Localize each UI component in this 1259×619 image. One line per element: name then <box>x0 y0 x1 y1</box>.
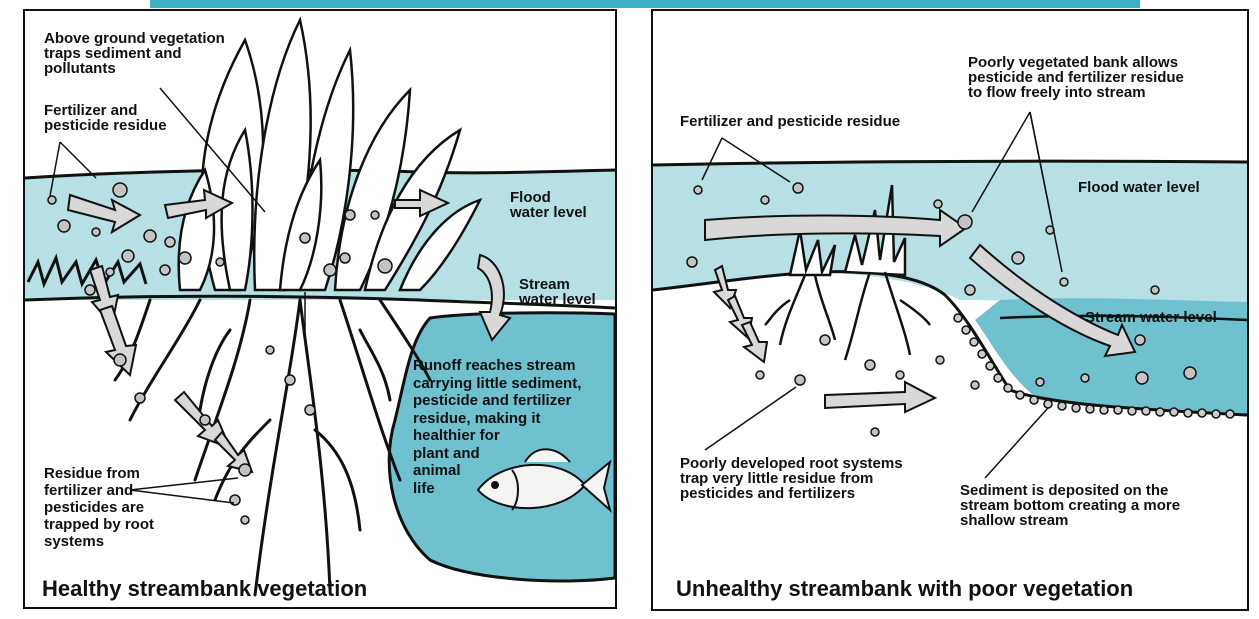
title-unhealthy-streambank: Unhealthy streambank with poor vegetatio… <box>676 576 1133 602</box>
label-flood-water-level-right: Flood water level <box>1078 180 1200 195</box>
title-healthy-streambank: Healthy streambank vegetation <box>42 576 367 602</box>
top-band <box>150 0 1140 8</box>
label-stream-water-level-left: Stream water level <box>519 277 596 307</box>
label-above-ground-vegetation: Above ground vegetation traps sediment a… <box>44 31 225 76</box>
label-stream-water-level-right: Stream water level <box>1085 310 1217 325</box>
label-poorly-vegetated-bank: Poorly vegetated bank allows pesticide a… <box>968 55 1184 100</box>
label-flood-water-level-left: Flood water level <box>510 190 587 220</box>
label-poor-root-systems: Poorly developed root systems trap very … <box>680 456 903 501</box>
label-sediment-deposited: Sediment is deposited on the stream bott… <box>960 483 1180 528</box>
label-fertilizer-residue-right: Fertilizer and pesticide residue <box>680 114 900 129</box>
label-residue-trapped: Residue from fertilizer and pesticides a… <box>44 465 154 550</box>
label-runoff: Runoff reaches stream carrying little se… <box>413 357 581 497</box>
label-fertilizer-residue-left: Fertilizer and pesticide residue <box>44 103 167 133</box>
